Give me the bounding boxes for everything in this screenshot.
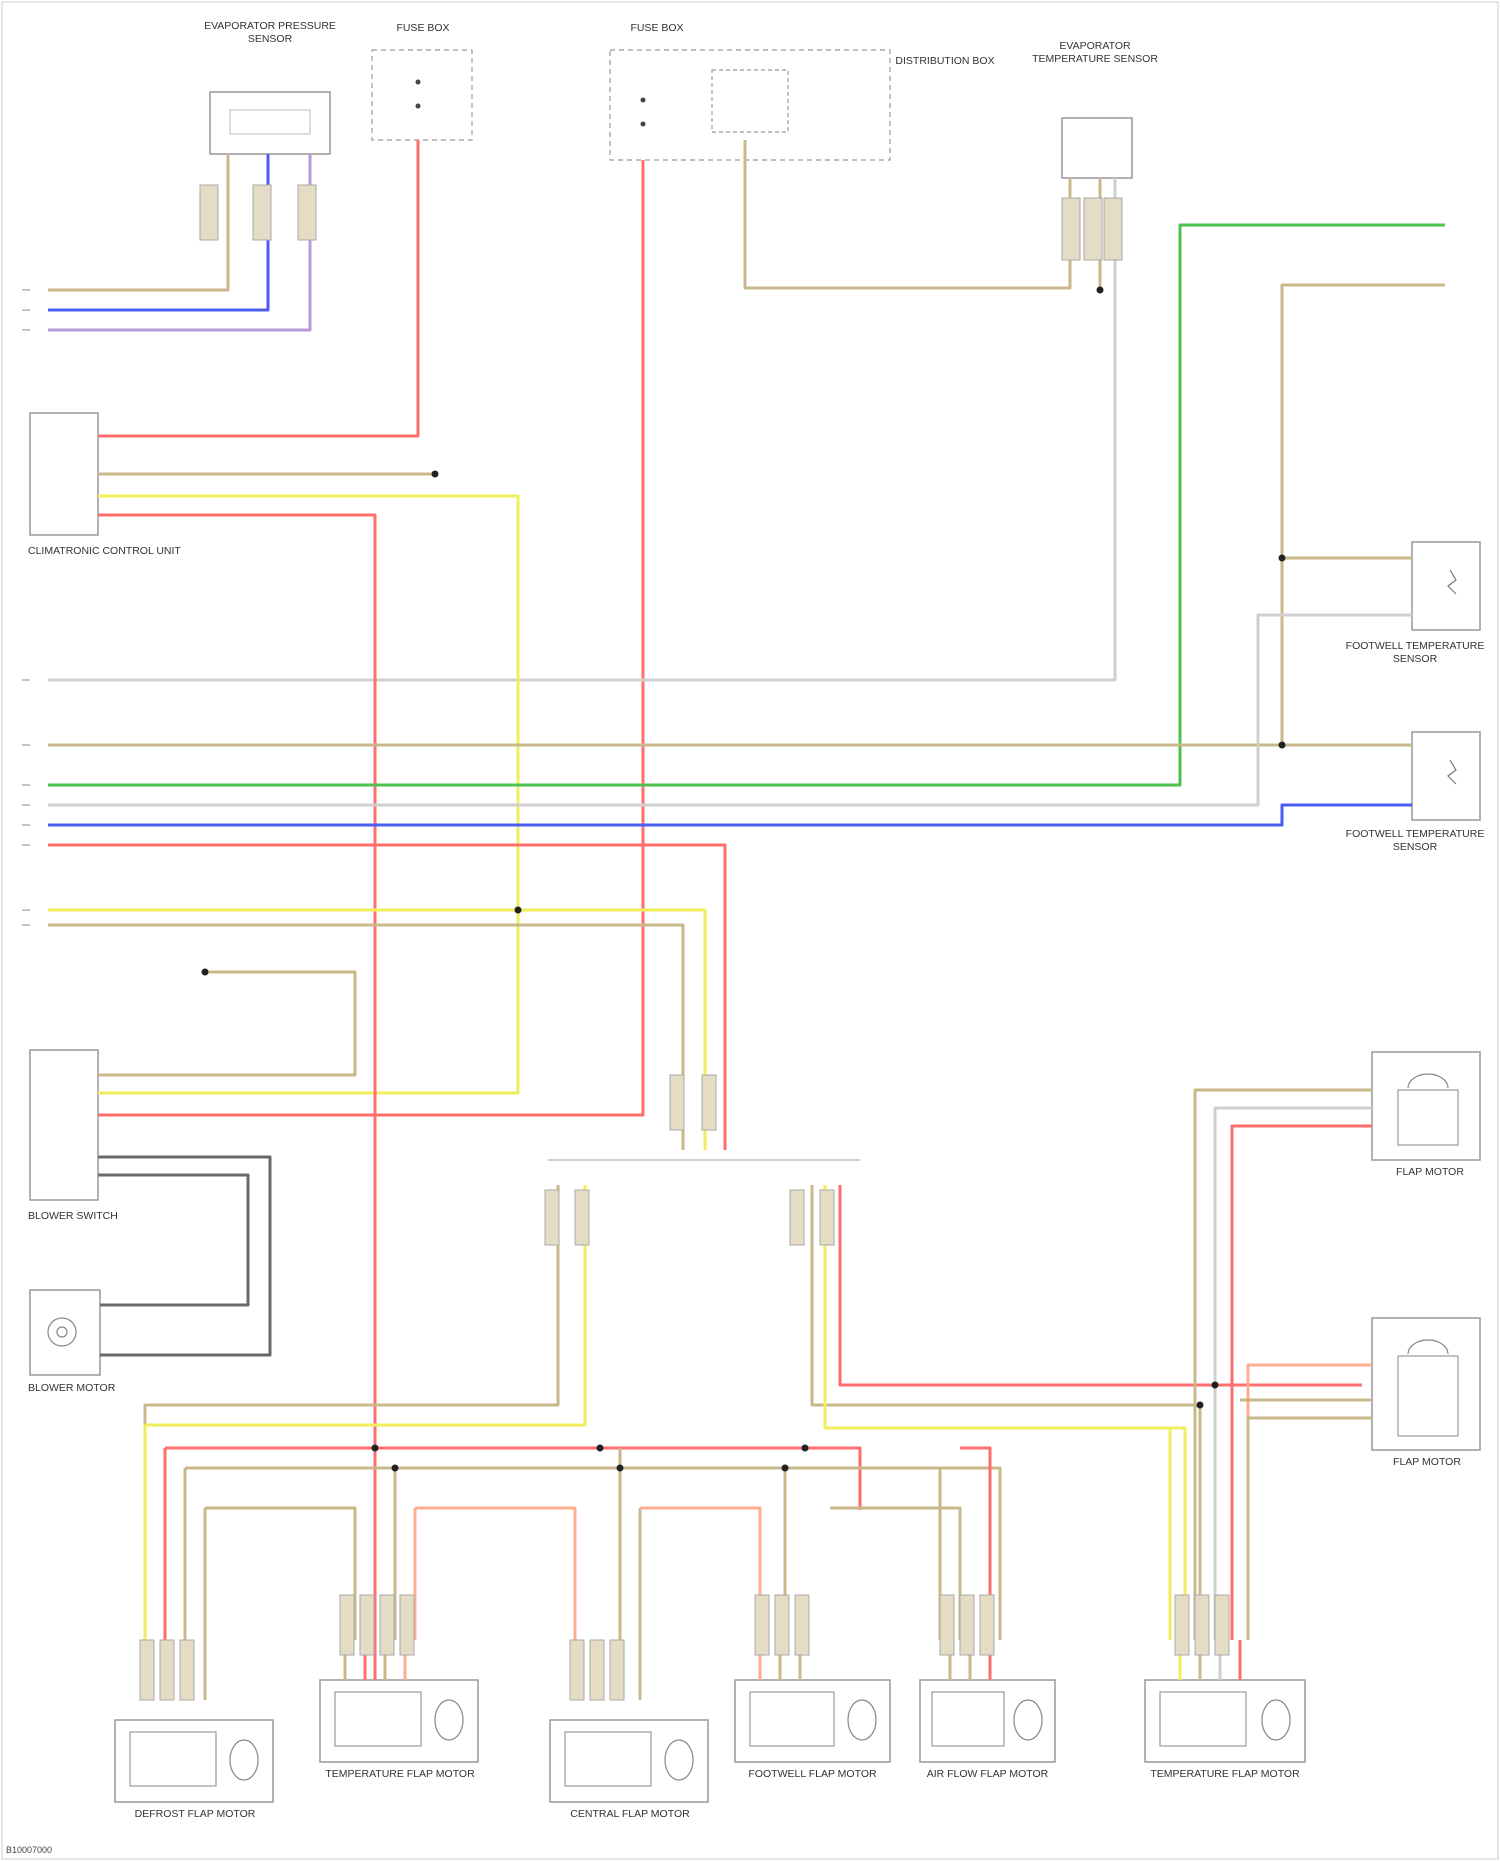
- temp-sensor-right-2: [1412, 732, 1480, 820]
- control-unit-label: Climatronic Control Unit: [28, 545, 198, 558]
- flap-motor-right-1-label: Flap Motor: [1380, 1166, 1480, 1179]
- wire-o2: [415, 1508, 575, 1640]
- wire-yellow-right-bus: [825, 1185, 1185, 1640]
- blower-motor: [30, 1290, 100, 1375]
- wire-rf2-1: [1248, 1365, 1372, 1640]
- temp-sensor-top: [1062, 118, 1132, 178]
- wire-blue-sensor2: [48, 805, 1412, 825]
- bottom-motor-3: [550, 1720, 708, 1802]
- temp-sensor-top-label: Evaporator Temperature Sensor: [1030, 40, 1160, 66]
- wire-tan-top: [745, 140, 1070, 288]
- bottom-motor-3-label: Central Flap Motor: [545, 1808, 715, 1821]
- bottom-motor-2-label: Temperature Flap Motor: [315, 1768, 485, 1781]
- bottom-motor-2: [320, 1680, 478, 1762]
- pressure-sensor-label: Evaporator Pressure Sensor: [190, 20, 350, 46]
- wire-rf1-2: [1215, 1108, 1372, 1640]
- bottom-motor-4: [735, 1680, 890, 1762]
- wire-red-845: [48, 845, 725, 1150]
- distribution-box-label: Distribution Box: [890, 55, 1000, 68]
- wire-gray-2: [98, 1175, 248, 1305]
- fuse-box-1: [372, 50, 472, 140]
- bottom-motor-5-label: Air Flow Flap Motor: [915, 1768, 1060, 1781]
- temp-sensor-right-2-label: Footwell Temperature Sensor: [1345, 828, 1485, 854]
- bottom-motor-6-label: Temperature Flap Motor: [1140, 1768, 1310, 1781]
- wire-red-right-bus: [840, 1185, 1362, 1385]
- wire-rf2-3: [1248, 1418, 1372, 1640]
- wire-t2-top: [205, 1508, 355, 1640]
- pressure-sensor: [210, 92, 330, 154]
- temp-sensor-right-1: [1412, 542, 1480, 630]
- bottom-motor-1-label: Defrost Flap Motor: [115, 1808, 275, 1821]
- blower-motor-label: Blower Motor: [28, 1382, 198, 1395]
- wire-tan-left-bus: [145, 1185, 558, 1640]
- temp-sensor-right-1-label: Footwell Temperature Sensor: [1345, 640, 1485, 666]
- left-terminals: [22, 290, 30, 925]
- wire-red-fuse1: [98, 140, 418, 436]
- bottom-motor-5: [920, 1680, 1055, 1762]
- wire-white-top: [48, 178, 1115, 680]
- control-unit: [30, 413, 98, 535]
- fuse-box-2: [610, 50, 890, 160]
- flap-motor-right-2-label: Flap Motor: [1372, 1456, 1482, 1469]
- bottom-motor-6: [1145, 1680, 1305, 1762]
- bottom-motor-4-label: Footwell Flap Motor: [730, 1768, 895, 1781]
- fuse-box-1-label: Fuse Box: [368, 22, 478, 35]
- fuse-box-2-label: Fuse Box: [602, 22, 712, 35]
- diagram-footer: B10007000: [6, 1845, 52, 1855]
- blower-switch-label: Blower Switch: [28, 1210, 158, 1223]
- flap-motor-right-1: [1372, 1052, 1480, 1160]
- wire-b3-o: [640, 1508, 760, 1640]
- wire-tan-fuse3: [98, 972, 355, 1075]
- wire-red-cu: [98, 515, 375, 1680]
- blower-switch: [30, 1050, 98, 1200]
- wire-rf1-3: [1232, 1126, 1372, 1640]
- flap-motor-right-2: [1372, 1318, 1480, 1450]
- wire-r-top: [165, 1448, 860, 1510]
- wire-blue: [48, 154, 268, 310]
- wire-white-sensor1: [48, 615, 1412, 805]
- wire-gray-1: [98, 1157, 270, 1355]
- wire-red-fuse2: [98, 160, 643, 1115]
- wire-violet: [48, 154, 310, 330]
- wire-tan-right-bus: [812, 1185, 1200, 1640]
- wire-yellow-cu: [98, 496, 518, 1093]
- bottom-motor-1: [115, 1720, 273, 1802]
- junction-dots: [202, 287, 1286, 1472]
- wire-t-top: [185, 1468, 1000, 1640]
- wires: [48, 140, 1445, 1700]
